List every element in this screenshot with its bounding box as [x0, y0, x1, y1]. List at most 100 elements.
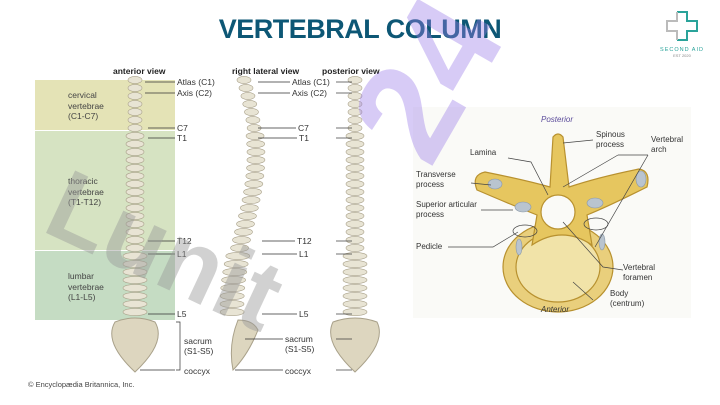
- anterior-vertebra: [122, 292, 148, 300]
- label-l5: L5: [177, 309, 187, 319]
- label-t1: T1: [177, 133, 187, 143]
- lateral-vertebra: [223, 260, 249, 268]
- anterior-vertebra: [125, 196, 145, 204]
- posterior-vertebra: [345, 196, 365, 204]
- anterior-vertebra: [127, 108, 143, 116]
- anterior-vertebra: [127, 100, 143, 108]
- lamina-label: Lamina: [470, 148, 497, 157]
- posterior-vertebra: [345, 140, 365, 148]
- posterior-vertebra: [345, 132, 365, 140]
- lateral-view-heading: right lateral view: [232, 66, 300, 76]
- posterior-vertebra: [342, 284, 368, 292]
- lateral-vertebra: [245, 116, 261, 124]
- anterior-vertebra: [127, 116, 143, 124]
- anterior-vertebra: [125, 244, 145, 252]
- lateral-vertebra: [246, 140, 265, 148]
- anterior-label: Anterior: [541, 305, 570, 314]
- posterior-vertebra: [345, 172, 365, 180]
- lateral-vertebra: [246, 148, 266, 156]
- anterior-view-heading: anterior view: [113, 66, 166, 76]
- anterior-vertebra: [125, 220, 145, 228]
- lateral-label-l1: L1: [299, 249, 309, 259]
- anterior-vertebra: [125, 180, 145, 188]
- spine-illustrations: [111, 76, 380, 373]
- lateral-label-axis: Axis (C2): [292, 88, 327, 98]
- lateral-vertebra: [241, 196, 261, 204]
- posterior-vertebra: [347, 100, 363, 108]
- sacrum-bracket: [176, 321, 181, 371]
- lateral-label-coccyx: coccyx: [285, 366, 311, 376]
- lateral-vertebra: [246, 164, 265, 172]
- lateral-vertebra: [244, 108, 259, 116]
- anterior-vertebra: [122, 308, 148, 316]
- anterior-vertebra: [127, 124, 143, 132]
- posterior-label: Posterior: [541, 115, 574, 124]
- posterior-vertebra: [342, 268, 368, 276]
- label-sacrum-range: (S1-S5): [184, 346, 214, 356]
- anterior-vertebra: [122, 260, 148, 268]
- lateral-vertebra: [246, 156, 266, 164]
- lateral-vertebra: [236, 220, 255, 228]
- lateral-vertebra: [232, 236, 251, 244]
- anterior-vertebra: [127, 92, 143, 100]
- lateral-sacrum: [230, 319, 259, 372]
- posterior-vertebra: [342, 276, 368, 284]
- posterior-vertebra: [345, 228, 365, 236]
- lateral-vertebra: [240, 92, 256, 100]
- anterior-vertebra: [125, 148, 145, 156]
- posterior-vertebra: [345, 148, 365, 156]
- label-t12: T12: [177, 236, 192, 246]
- lateral-vertebra: [245, 172, 265, 180]
- anterior-vertebra: [125, 228, 145, 236]
- slide-title: VERTEBRAL COLUMN: [218, 14, 502, 44]
- lateral-vertebra: [240, 204, 259, 212]
- posterior-vertebra: [345, 156, 365, 164]
- lateral-vertebra: [236, 76, 252, 84]
- anterior-vertebra: [122, 268, 148, 276]
- logo-tagline: EST 2020: [673, 53, 691, 58]
- lateral-vertebra: [242, 100, 258, 108]
- logo-name: SECOND AID: [660, 47, 704, 53]
- posterior-vertebra: [342, 300, 368, 308]
- lateral-vertebra: [219, 300, 245, 308]
- posterior-vertebra: [345, 188, 365, 196]
- anterior-vertebra: [125, 204, 145, 212]
- lateral-label-c7: C7: [298, 123, 309, 133]
- posterior-vertebra: [345, 236, 365, 244]
- copyright: © Encyclopædia Britannica, Inc.: [28, 380, 135, 389]
- anterior-vertebra: [125, 164, 145, 172]
- anterior-vertebra: [122, 300, 148, 308]
- lateral-vertebra: [234, 228, 253, 236]
- posterior-vertebra: [345, 244, 365, 252]
- lateral-vertebra: [230, 244, 249, 252]
- lateral-label-sacrum-range: (S1-S5): [285, 344, 315, 354]
- medical-cross-icon: [666, 11, 698, 41]
- lateral-vertebra: [221, 276, 246, 284]
- posterior-vertebra: [347, 116, 363, 124]
- posterior-vertebra: [347, 92, 363, 100]
- label-coccyx: coccyx: [184, 366, 210, 376]
- posterior-vertebra: [345, 212, 365, 220]
- body-centrum-label: Body(centrum): [610, 289, 645, 308]
- posterior-vertebra: [345, 164, 365, 172]
- lateral-vertebra: [219, 292, 245, 300]
- posterior-sacrum: [330, 317, 380, 373]
- anterior-vertebra: [127, 84, 143, 92]
- lateral-vertebra: [225, 252, 251, 260]
- lateral-label-l5: L5: [299, 309, 309, 319]
- lateral-vertebra: [222, 268, 248, 276]
- label-sacrum: sacrum: [184, 336, 212, 346]
- posterior-vertebra: [347, 108, 363, 116]
- posterior-vertebra: [342, 260, 368, 268]
- label-axis: Axis (C2): [177, 88, 212, 98]
- anterior-vertebra: [125, 156, 145, 164]
- posterior-vertebra: [347, 84, 363, 92]
- lateral-label-t12: T12: [297, 236, 312, 246]
- posterior-vertebra: [342, 252, 368, 260]
